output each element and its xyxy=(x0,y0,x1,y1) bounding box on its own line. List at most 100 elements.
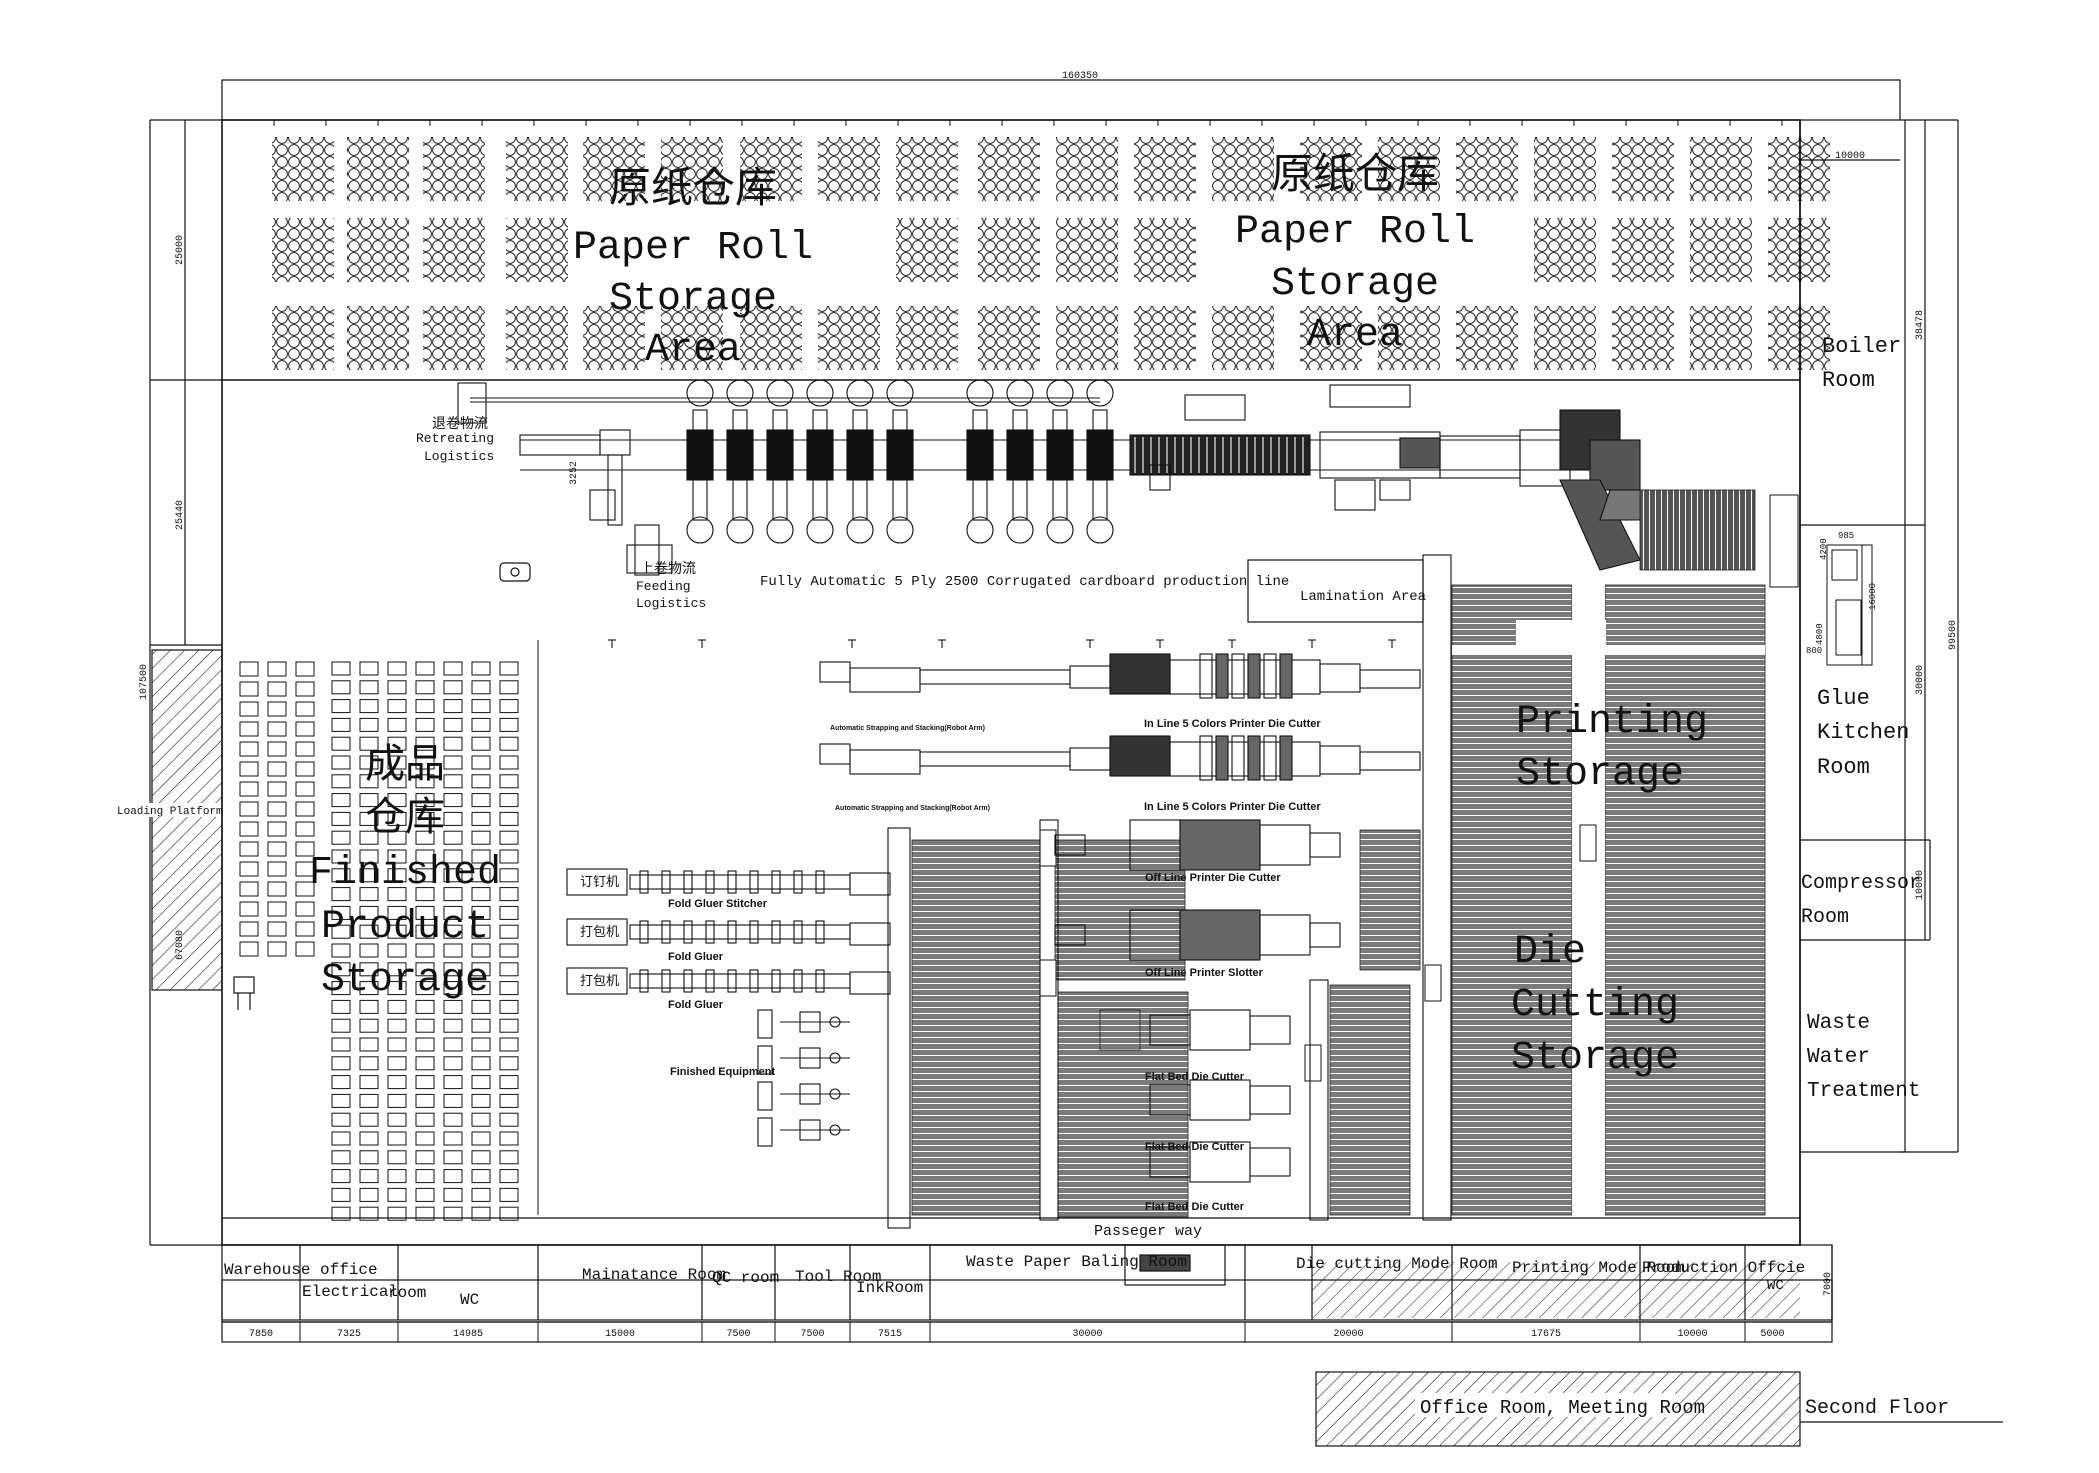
dim-glue: 30000 xyxy=(1915,665,1926,695)
fold-gluer-unit xyxy=(793,920,803,944)
paper-roll-cluster xyxy=(1768,306,1830,370)
roll-stand xyxy=(886,379,914,407)
fold-gluer-unit xyxy=(683,920,693,944)
flatbed-1: Flat Bed Die Cutter xyxy=(1145,1071,1245,1083)
storage-rack xyxy=(1359,829,1421,971)
stacker xyxy=(1359,669,1421,689)
pallet-slot xyxy=(359,1075,379,1090)
storage-rack xyxy=(1329,984,1411,1216)
pallet-slot xyxy=(499,736,519,751)
pallet-slot xyxy=(331,868,351,883)
pallet-slot xyxy=(415,1075,435,1090)
feed-machine xyxy=(634,524,660,576)
pallet-slot xyxy=(387,1075,407,1090)
paper-roll-left-cn: 原纸仓库 xyxy=(609,163,777,212)
feed-conveyor xyxy=(919,751,1071,767)
pallet-slot xyxy=(499,1018,519,1033)
color-unit xyxy=(1247,735,1261,781)
stacker xyxy=(1309,922,1341,948)
color-unit xyxy=(1263,735,1277,781)
pallet-slot xyxy=(331,1075,351,1090)
die-cut-unit xyxy=(1319,663,1361,693)
pallet-slot xyxy=(471,1056,491,1071)
pallet-slot xyxy=(415,1150,435,1165)
fold-gluer xyxy=(629,924,851,940)
pallet-slot xyxy=(443,736,463,751)
pallet-slot xyxy=(471,887,491,902)
pallet-slot xyxy=(331,887,351,902)
forklift xyxy=(1304,1044,1322,1082)
pallet-slot xyxy=(499,661,519,676)
pallet-slot xyxy=(387,905,407,920)
pallet-slot xyxy=(239,661,259,677)
feeder-unit xyxy=(1069,747,1111,771)
pallet-slot xyxy=(359,1150,379,1165)
control-panel xyxy=(1379,479,1411,501)
pallet-slot xyxy=(471,1150,491,1165)
bottom-dimension: 7500 xyxy=(726,1329,750,1340)
paper-roll-cluster xyxy=(583,137,645,201)
pallet-slot xyxy=(359,1206,379,1221)
paper-roll-cluster xyxy=(1690,137,1752,201)
waste-water-l1: Waste xyxy=(1807,1012,1870,1035)
machine-c-label: 打包机 xyxy=(580,974,619,989)
finished-product-storage xyxy=(239,661,519,1221)
pallet-slot xyxy=(267,841,287,857)
pallet-slot xyxy=(471,981,491,996)
paper-roll-cluster xyxy=(740,137,802,201)
pallet-slot xyxy=(267,801,287,817)
pallet-slot xyxy=(471,943,491,958)
bottom-dimension: 5000 xyxy=(1760,1329,1784,1340)
pallet-slot xyxy=(359,830,379,845)
dim-left-mid: 25440 xyxy=(175,500,186,530)
pallet-slot xyxy=(387,887,407,902)
pallet-slot xyxy=(443,1150,463,1165)
pallet-slot xyxy=(387,924,407,939)
machine-box xyxy=(566,967,628,995)
pallet-slot xyxy=(267,701,287,717)
pallet-slot xyxy=(359,793,379,808)
pallet-slot xyxy=(443,661,463,676)
pallet-slot xyxy=(471,811,491,826)
room-ink: InkRoom xyxy=(856,1279,923,1297)
fold-gluer-unit xyxy=(749,920,759,944)
storage-rack xyxy=(1451,584,1573,1216)
fold-gluer-unit xyxy=(705,969,715,993)
pallet-slot xyxy=(359,999,379,1014)
flatbed-delivery xyxy=(1249,1147,1291,1177)
passage-label: Passeger way xyxy=(1094,1223,1202,1240)
dim-total-right: 99500 xyxy=(1948,620,1959,650)
pallet-slot xyxy=(331,1187,351,1202)
machine-box xyxy=(566,918,628,946)
fold-gluer-unit xyxy=(661,920,671,944)
pallet-slot xyxy=(331,981,351,996)
pallet-slot xyxy=(415,943,435,958)
fold-gluer-unit xyxy=(749,969,759,993)
stacker xyxy=(1769,494,1799,588)
pallet-slot xyxy=(267,761,287,777)
fold-gluer xyxy=(629,973,851,989)
pallet-slot xyxy=(331,1131,351,1146)
paper-roll-cluster xyxy=(272,218,334,282)
pallet-slot xyxy=(359,661,379,676)
pallet-slot xyxy=(387,699,407,714)
pallet-slot xyxy=(387,1112,407,1127)
pallet-slot xyxy=(295,781,315,797)
fold-gluer-2: Fold Gluer xyxy=(668,999,724,1011)
bottom-dimension: 10000 xyxy=(1677,1329,1707,1340)
fold-gluer-unit xyxy=(661,870,671,894)
pallet-slot xyxy=(359,962,379,977)
pallet-slot xyxy=(331,699,351,714)
pallet-slot xyxy=(387,943,407,958)
pallet-slot xyxy=(499,1056,519,1071)
pallet-slot xyxy=(359,1112,379,1127)
pallet-slot xyxy=(499,680,519,695)
pallet-slot xyxy=(267,821,287,837)
die-cut-unit xyxy=(1259,824,1311,866)
pallet-slot xyxy=(267,781,287,797)
single-facer-body xyxy=(966,429,994,481)
finished-l1: Finished xyxy=(309,851,501,896)
pallet-slot xyxy=(443,887,463,902)
finishing-roller xyxy=(829,1088,841,1100)
bottom-dimension: 7850 xyxy=(249,1329,273,1340)
